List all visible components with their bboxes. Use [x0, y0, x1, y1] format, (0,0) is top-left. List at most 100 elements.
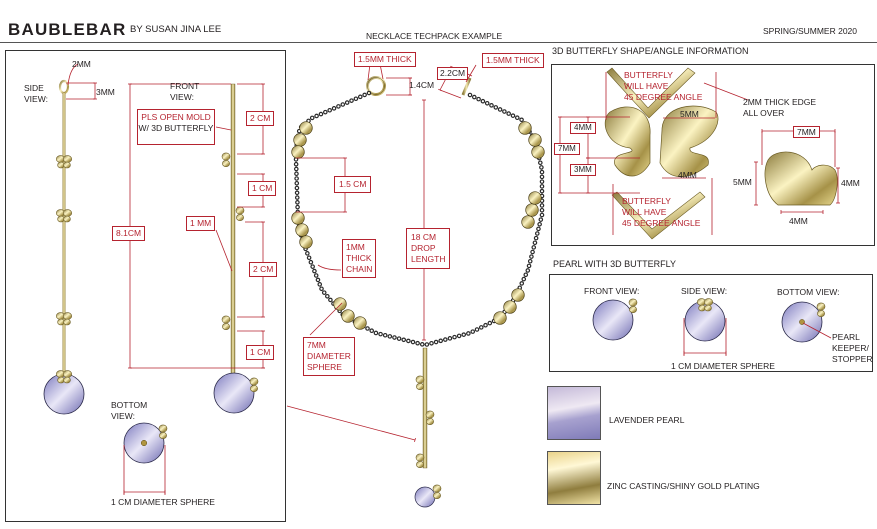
chain-link — [478, 325, 484, 330]
gold-bead — [525, 203, 539, 217]
chain-link — [538, 160, 543, 166]
mold-note-box: PLS OPEN MOLD W/ 3D BUTTERFLY — [137, 109, 215, 145]
drop-length-note: 18 CM DROP LENGTH — [406, 228, 451, 269]
chain-thickness-note: 1MM THICK CHAIN — [342, 239, 377, 278]
chain-link — [493, 105, 499, 110]
chain-link — [539, 203, 545, 208]
document-title: NECKLACE TECHPACK EXAMPLE — [366, 31, 503, 41]
angle-note-bottom: BUTTERFLY WILL HAVE 45 DEGREE ANGLE — [622, 196, 701, 228]
chain-link — [534, 231, 540, 236]
chain-link — [530, 249, 535, 255]
chain-link — [525, 268, 531, 273]
spacing-top-label: 2 CM — [246, 111, 275, 126]
pearl-keeper-note: PEARL KEEPER/ STOPPER — [832, 332, 873, 364]
chain-link — [323, 109, 328, 115]
chain-link — [539, 184, 545, 189]
necklace-dimensions — [296, 63, 477, 341]
chain-link — [293, 161, 299, 167]
chain-link — [349, 98, 354, 103]
upper-wing-label: 4MM — [570, 122, 596, 134]
chain-link — [365, 326, 370, 331]
edge-thickness-note: 2MM THICK EDGE ALL OVER — [743, 97, 817, 118]
chain-link — [461, 332, 467, 337]
chain-link — [514, 115, 520, 121]
pearl-dimensions — [683, 318, 832, 356]
pearl-front-drawing — [592, 298, 638, 341]
spacing-2-label: 2 CM — [249, 262, 278, 277]
chain-link — [521, 276, 527, 282]
pearl-bottom-view-label: BOTTOM VIEW: — [777, 287, 840, 297]
chain-link — [433, 339, 439, 345]
chain-link — [523, 272, 529, 278]
chain-link — [310, 264, 315, 269]
chain-link — [382, 332, 388, 338]
chain-link — [526, 263, 532, 269]
chain-link — [328, 297, 333, 303]
chain-link — [293, 166, 299, 172]
chain-link — [429, 340, 434, 346]
chain-link — [312, 268, 317, 274]
gold-bead — [333, 297, 347, 311]
season-label: SPRING/SUMMER 2020 — [763, 26, 857, 36]
side-height-label: 5MM — [733, 177, 752, 187]
chain-link — [369, 328, 375, 334]
gold-bead — [353, 316, 367, 330]
side-right-height-label: 4MM — [841, 178, 860, 188]
chain-link — [344, 100, 350, 105]
gold-bead — [341, 309, 355, 323]
chain-link — [519, 117, 524, 123]
chain-link — [529, 254, 534, 259]
loop-height-label: 3MM — [96, 87, 115, 97]
chain-link — [410, 339, 416, 345]
ring-thickness-label: 1.5MM THICK — [354, 52, 416, 67]
gold-bead — [295, 223, 309, 237]
chain-link — [510, 113, 516, 118]
chain-link — [294, 185, 300, 191]
mold-note-line2: W/ 3D BUTTERFLY — [138, 123, 214, 133]
chain-link — [306, 255, 312, 261]
chain-link — [539, 207, 545, 213]
chain-link — [309, 115, 315, 121]
chain-link — [321, 290, 327, 295]
necklace-drawing — [291, 76, 545, 508]
chain-link — [539, 165, 544, 170]
chain-link — [537, 221, 542, 227]
chain-link — [318, 111, 324, 117]
chain-link — [533, 235, 539, 241]
chain-link — [539, 188, 545, 194]
gold-bead — [299, 121, 313, 135]
loop-width-label: 2MM — [72, 59, 91, 69]
bead-diameter-note: 7MM DIAMETER SPHERE — [303, 337, 355, 376]
chain-link — [319, 286, 324, 292]
chain-link — [532, 240, 538, 246]
chain-link — [471, 94, 477, 100]
chain-link — [294, 171, 299, 177]
chain-link — [325, 293, 330, 299]
chain-link — [357, 94, 363, 100]
chain-link — [294, 190, 300, 196]
chain-link — [476, 96, 481, 102]
chain-link — [531, 245, 537, 250]
pearl-side-view-label: SIDE VIEW: — [681, 286, 728, 296]
chain-link — [401, 337, 407, 343]
side-view-drawing — [43, 79, 85, 415]
side-bottom-width-label: 4MM — [789, 216, 808, 226]
angle-note-top: BUTTERFLY WILL HAVE 45 DEGREE ANGLE — [624, 70, 703, 102]
chain-link — [538, 217, 544, 222]
ring-diameter-label: 1.4CM — [409, 80, 435, 90]
gold-bead — [291, 211, 305, 225]
pearl-side-drawing — [684, 298, 726, 342]
chain-link — [438, 338, 444, 344]
chain-link — [480, 98, 486, 104]
chain-link — [487, 320, 493, 326]
lavender-pearl-swatch — [547, 386, 601, 440]
pearl-diameter-label: 1 CM DIAMETER SPHERE — [671, 361, 775, 371]
gold-bead — [528, 191, 542, 205]
chain-link — [447, 336, 453, 341]
chain-link — [366, 90, 372, 96]
bottom-view-dimension — [123, 445, 166, 495]
gold-plating-swatch — [547, 451, 601, 505]
chain-link — [295, 200, 300, 205]
chain-link — [489, 103, 494, 108]
